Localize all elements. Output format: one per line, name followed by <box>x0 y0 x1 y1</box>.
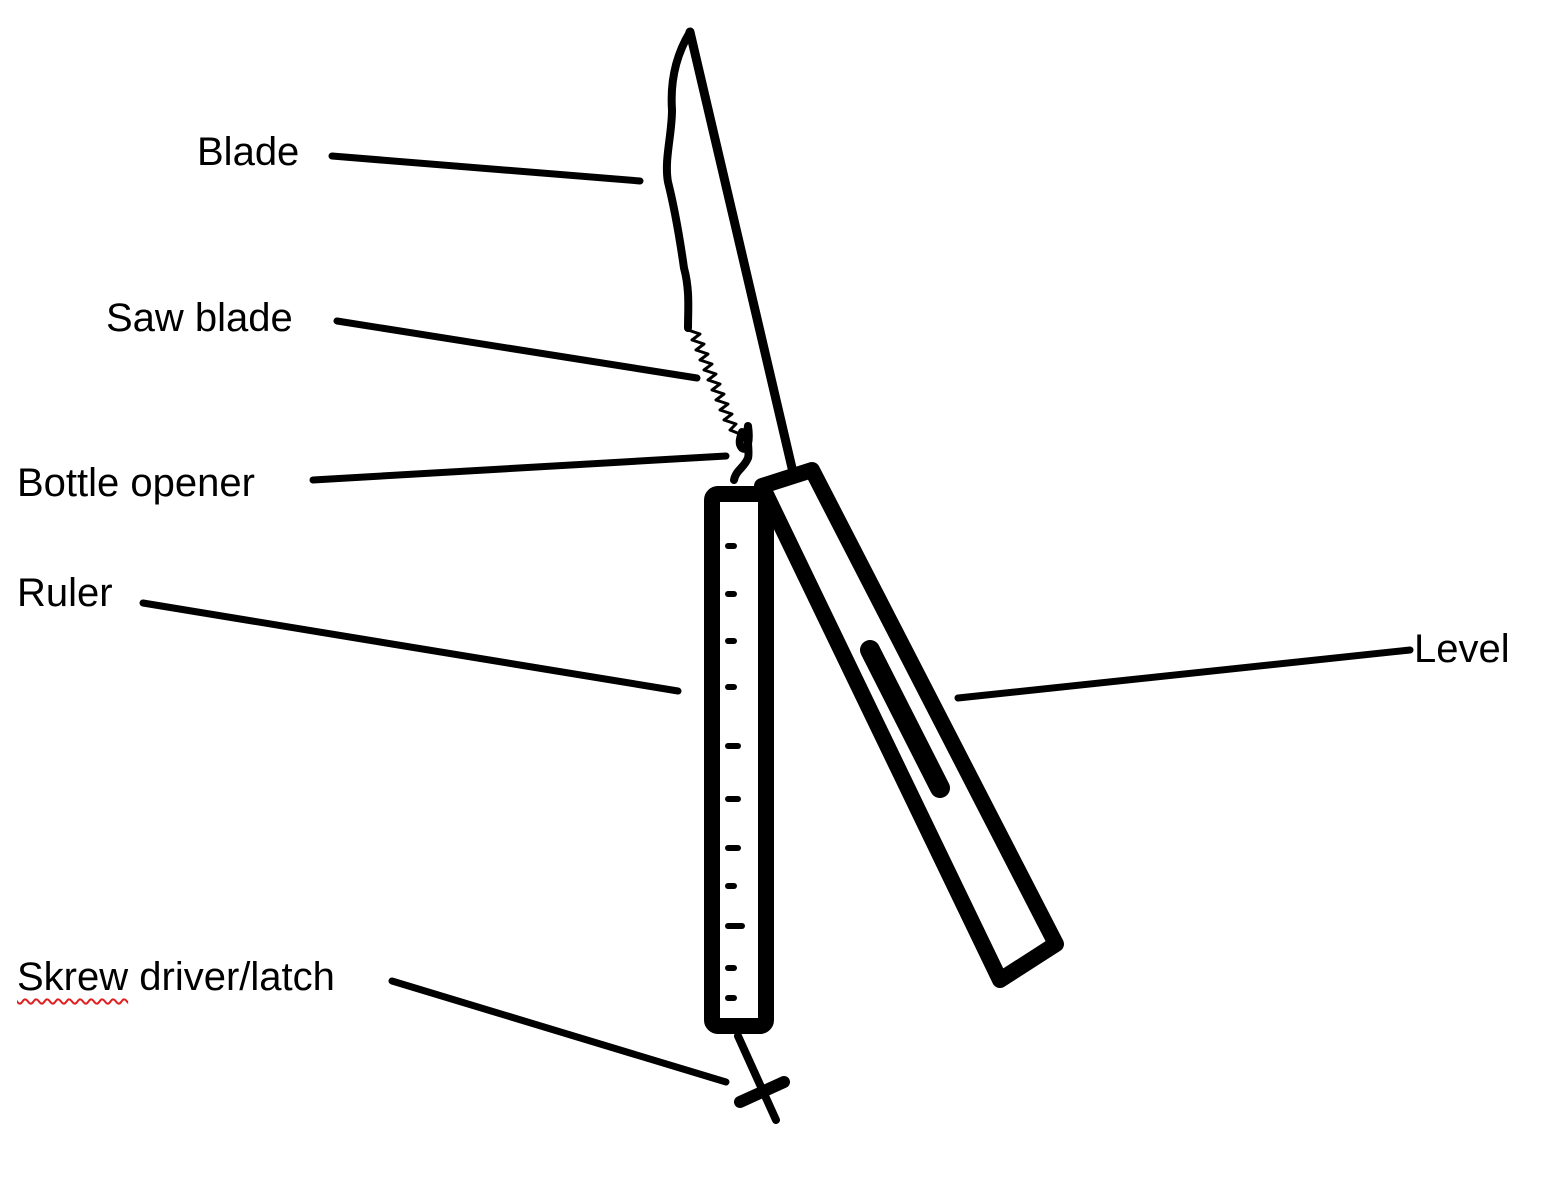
saw-serration <box>686 328 742 436</box>
blade-edge <box>662 28 694 332</box>
ruler-ticks <box>725 543 745 1001</box>
label-ruler: Ruler <box>17 571 113 615</box>
label-saw-blade: Saw blade <box>106 296 293 340</box>
ruler-body <box>704 486 774 1034</box>
bottle-opener-hook <box>730 422 753 484</box>
bottle-opener-leader <box>309 452 730 484</box>
blade-spine <box>685 27 797 473</box>
level-body <box>754 462 1064 988</box>
label-screwdriver-latch: Skrew driver/latch <box>17 953 335 1001</box>
leader-lines <box>139 152 1414 1086</box>
ruler-leader <box>139 599 682 695</box>
misspelled-word: Skrew <box>17 955 129 999</box>
label-bottle-opener: Bottle opener <box>17 461 255 505</box>
level-bubble <box>860 640 950 798</box>
label-screwdriver-rest: driver/latch <box>128 955 335 999</box>
blade-leader <box>328 152 644 185</box>
label-level: Level <box>1414 627 1510 671</box>
blade-shape <box>662 27 797 484</box>
screwdriver-leader <box>388 977 730 1086</box>
saw-blade-leader <box>333 317 701 382</box>
screwdriver-latch <box>734 1032 790 1124</box>
label-blade: Blade <box>197 130 300 174</box>
level-leader <box>954 646 1414 702</box>
